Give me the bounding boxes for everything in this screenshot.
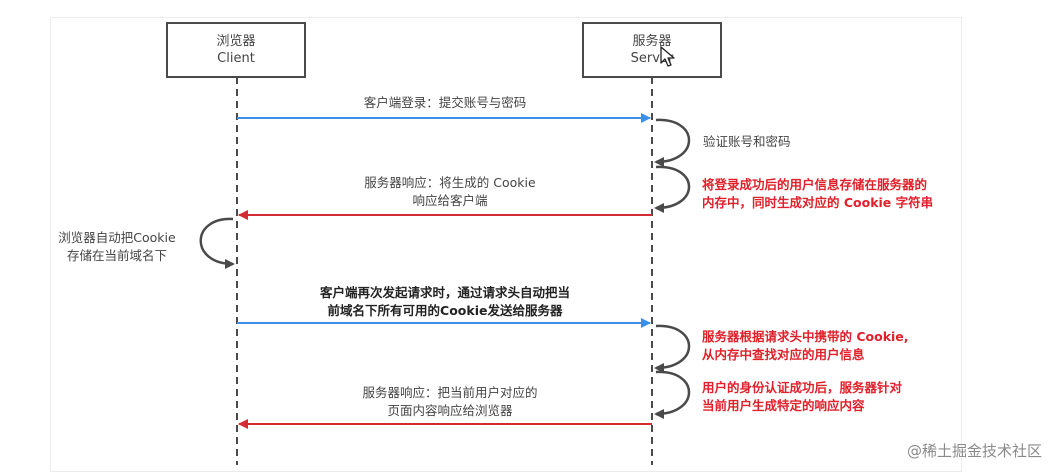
cookie-response-label-line1: 服务器响应：将生成的 Cookie <box>364 175 536 190</box>
lookup-loop-arrow <box>654 324 691 373</box>
lookup-note-line1: 服务器根据请求头中携带的 Cookie, <box>702 329 909 344</box>
cookie-request-label-line2: 前域名下所有可用的Cookie发送给服务器 <box>327 303 563 318</box>
server-actor-name: 服务器 <box>632 34 672 49</box>
client-actor-name: 浏览器 <box>216 34 256 49</box>
auth-note-line2: 当前用户生成特定的响应内容 <box>702 398 865 413</box>
lookup-note-line2: 从内存中查找对应的用户信息 <box>702 347 865 362</box>
page-response-label-line2: 页面内容响应给浏览器 <box>387 403 513 418</box>
verify-loop-arrow <box>654 118 691 167</box>
verify-note: 验证账号和密码 <box>703 134 791 149</box>
watermark-text: @稀土掘金技术社区 <box>906 442 1042 460</box>
page-response-label-line1: 服务器响应：把当前用户对应的 <box>362 385 538 400</box>
client-store-loop-arrow <box>199 217 235 269</box>
client-store-note-line2: 存储在当前域名下 <box>66 248 168 263</box>
auth-note-line1: 用户的身份认证成功后，服务器针对 <box>702 380 903 395</box>
store-loop-arrow <box>654 165 691 213</box>
auth-loop-arrow <box>654 370 691 419</box>
server-actor-box: 服务器 Server <box>582 22 722 78</box>
mouse-cursor-icon <box>660 46 675 67</box>
diagram-frame <box>50 17 962 472</box>
store-note-line2: 内存中，同时生成对应的 Cookie 字符串 <box>702 195 934 210</box>
client-store-note-line1: 浏览器自动把Cookie <box>58 230 176 245</box>
client-actor-sub: Client <box>217 51 255 66</box>
client-actor-box: 浏览器 Client <box>166 22 306 78</box>
cookie-response-label-line2: 响应给客户端 <box>412 193 488 208</box>
login-request-label: 客户端登录：提交账号与密码 <box>363 95 527 110</box>
store-note-line1: 将登录成功后的用户信息存储在服务器的 <box>702 177 928 192</box>
cookie-request-label-line1: 客户端再次发起请求时，通过请求头自动把当 <box>319 285 571 300</box>
